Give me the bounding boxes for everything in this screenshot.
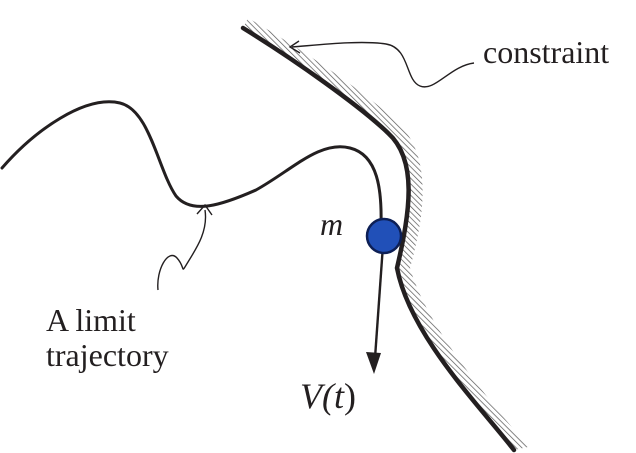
- velocity-label-suffix: ): [344, 376, 356, 416]
- velocity-label-prefix: V(: [300, 376, 336, 416]
- limit-pointer-squiggle: [157, 209, 207, 291]
- limit-pointer-arrowhead: [196, 203, 213, 216]
- constraint-curve: [240, 25, 517, 453]
- limit-trajectory-label-line1: A limit: [46, 302, 136, 338]
- mass-dot: [365, 217, 403, 255]
- velocity-label: V(t): [300, 376, 356, 416]
- limit-trajectory-label-line2: trajectory: [46, 337, 169, 373]
- velocity-arrow-shaft: [373, 244, 385, 359]
- constraint-pointer-arrowhead: [288, 40, 301, 54]
- constraint-label: constraint: [483, 34, 609, 70]
- velocity-label-variable: t: [334, 376, 345, 416]
- velocity-arrow-head: [366, 352, 381, 374]
- constraint-pointer-squiggle: [291, 41, 475, 88]
- limit-trajectory-curve: [0, 100, 383, 228]
- mass-label: m: [320, 206, 343, 242]
